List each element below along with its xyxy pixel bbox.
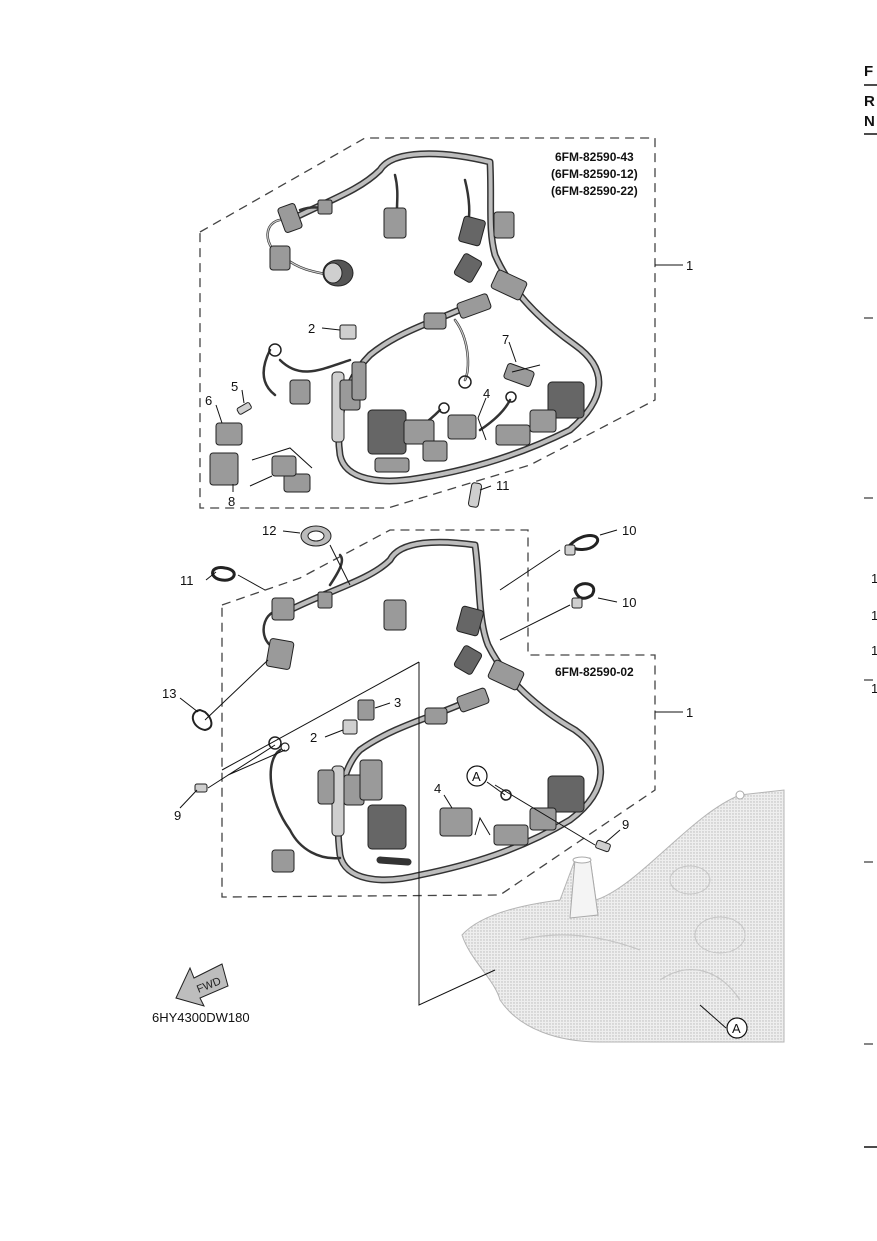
- connector-part: [503, 363, 535, 387]
- edge-number: 1: [871, 681, 877, 696]
- callout-number: 1: [686, 705, 693, 720]
- callout-number: 2: [308, 321, 315, 336]
- callout-number: 7: [502, 332, 509, 347]
- callout-number: 10: [622, 595, 636, 610]
- callout-number: 9: [622, 817, 629, 832]
- reference-marks: A A: [466, 765, 748, 1039]
- callout-number: 10: [622, 523, 636, 538]
- callout-number: 12: [262, 523, 276, 538]
- harness-connectors: [268, 199, 585, 493]
- edge-letter: R: [864, 93, 875, 110]
- coupler-part: [447, 414, 477, 440]
- clip-part: [342, 719, 358, 735]
- reference-mark-a: A: [732, 1021, 741, 1036]
- harness-connectors: [265, 591, 585, 873]
- callout-number: 6: [205, 393, 212, 408]
- band-part: [573, 582, 596, 600]
- callout-number: 9: [174, 808, 181, 823]
- clamp-part: [467, 482, 483, 508]
- callout-number: 3: [394, 695, 401, 710]
- edge-number: 1: [871, 608, 877, 623]
- part-number: 6FM-82590-02: [555, 665, 634, 679]
- lower-harness-assembly: A A 1 2 3 4 9 9 10 10 11 12 13 6FM-82590…: [162, 523, 748, 1039]
- callout-number: 4: [434, 781, 441, 796]
- engine-block: [461, 789, 785, 1043]
- callout-number: 5: [231, 379, 238, 394]
- loose-parts: [191, 525, 611, 853]
- callout-number: 8: [228, 494, 235, 509]
- edge-letter: F: [864, 63, 873, 80]
- callouts: 1 2 4 5 6 7 8 11: [205, 258, 693, 509]
- callout-number: 11: [180, 573, 194, 588]
- part-number-block: 6FM-82590-43 (6FM-82590-12) (6FM-82590-2…: [551, 150, 638, 198]
- part-number-block: 6FM-82590-02: [555, 665, 634, 679]
- fwd-arrow-icon: FWD: [175, 963, 229, 1007]
- tie-clip-part: [211, 566, 236, 582]
- fuse-part: [236, 402, 252, 415]
- coupler-part: [439, 807, 473, 837]
- bolt-part: [194, 783, 208, 793]
- part-number: (6FM-82590-12): [551, 167, 638, 181]
- bolt-part: [595, 839, 611, 853]
- callout-number: 1: [686, 258, 693, 273]
- reference-mark-a: A: [472, 769, 481, 784]
- callout-number: 4: [483, 386, 490, 401]
- drawing-code: 6HY4300DW180: [152, 1010, 250, 1025]
- edge-number: 1: [871, 643, 877, 658]
- right-edge-column: F R N 1 1 1 1: [864, 63, 877, 1148]
- fuse-holder-part: [215, 422, 243, 446]
- edge-number: 1: [871, 571, 877, 586]
- callout-number: 13: [162, 686, 176, 701]
- loose-parts: [209, 324, 535, 508]
- band-part: [568, 534, 599, 551]
- leader-lines: [215, 264, 683, 492]
- upper-harness-assembly: 1 2 4 5 6 7 8 11 6FM-82590-43 (6FM-82590…: [199, 137, 693, 509]
- part-number: 6FM-82590-43: [555, 150, 634, 164]
- connector-part: [209, 452, 239, 486]
- connector-part: [271, 455, 297, 477]
- cover-part: [357, 699, 375, 721]
- leader-lines: [179, 529, 727, 1029]
- part-number: (6FM-82590-22): [551, 184, 638, 198]
- callouts: 1 2 3 4 9 9 10 10 11 12 13: [162, 523, 693, 832]
- clip-part: [339, 324, 357, 340]
- callout-number: 2: [310, 730, 317, 745]
- callout-number: 11: [496, 478, 510, 493]
- clip-part: [191, 708, 213, 732]
- edge-letter: N: [864, 113, 875, 130]
